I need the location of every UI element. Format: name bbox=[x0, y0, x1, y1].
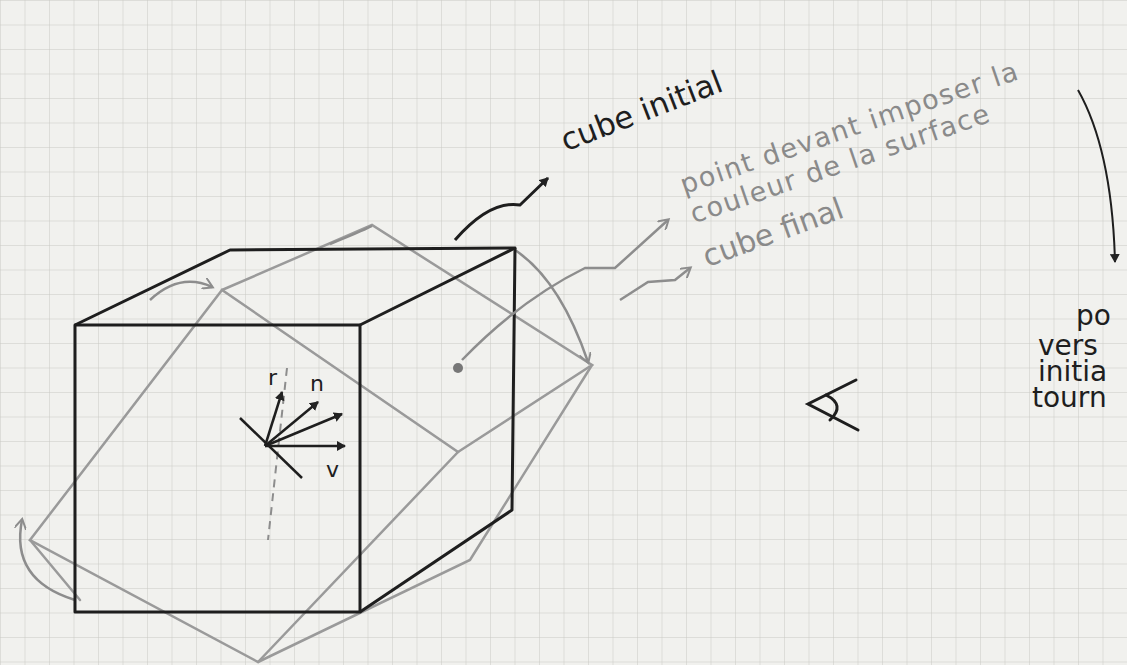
final-cube bbox=[30, 225, 592, 662]
surface-point bbox=[453, 363, 463, 373]
vector-label: v bbox=[326, 457, 339, 482]
vector-label: n bbox=[310, 371, 324, 396]
rotation-arrows bbox=[20, 226, 588, 600]
note-text: po bbox=[1076, 300, 1111, 332]
note-text: tourn bbox=[1032, 382, 1107, 414]
eye-symbol bbox=[808, 380, 858, 430]
vector-label: r bbox=[268, 365, 277, 390]
initial-cube bbox=[75, 248, 515, 612]
leader-lines bbox=[455, 90, 1115, 360]
surface-vectors bbox=[240, 368, 345, 540]
